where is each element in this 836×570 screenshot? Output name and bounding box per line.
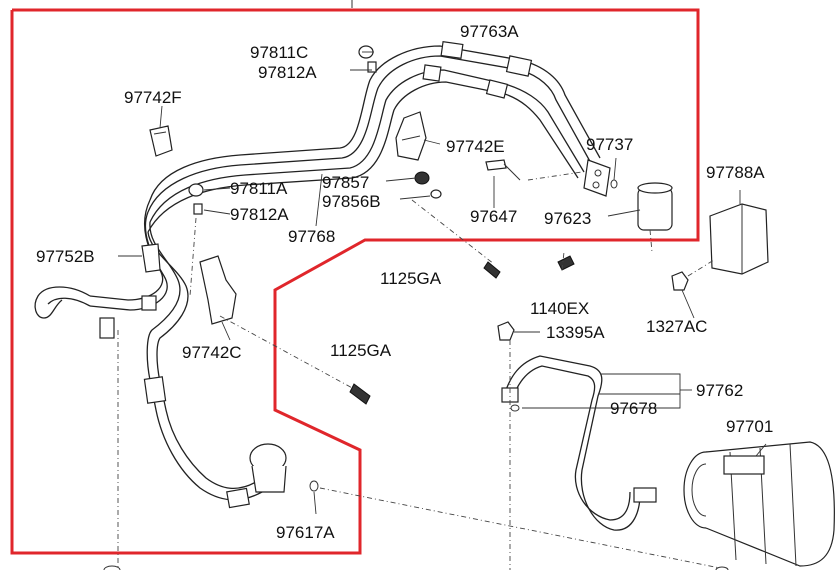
label-97856B: 97856B	[322, 192, 381, 211]
label-97812A-top: 97812A	[258, 63, 317, 82]
part-97623[interactable]	[637, 182, 673, 231]
part-labels: 97763A 97811C 97812A 97742F 97742E 97737…	[36, 22, 773, 542]
label-97857: 97857	[322, 173, 369, 192]
label-97742C: 97742C	[182, 343, 242, 362]
label-97623: 97623	[544, 209, 591, 228]
part-97811A[interactable]	[188, 183, 204, 197]
part-97788A[interactable]	[709, 203, 769, 275]
part-97857[interactable]	[414, 171, 430, 185]
label-97678: 97678	[610, 399, 657, 418]
highlight-frame	[10, 8, 700, 555]
label-97811C: 97811C	[250, 43, 308, 62]
part-97812A-mid[interactable]	[193, 203, 203, 215]
bottom-circle	[103, 565, 121, 570]
part-1140EX[interactable]	[557, 255, 575, 271]
label-97768: 97768	[288, 227, 335, 246]
part-97742C[interactable]	[199, 255, 237, 325]
part-1125GA-top[interactable]	[483, 261, 501, 279]
label-97617A: 97617A	[276, 523, 335, 542]
hose-97762[interactable]	[501, 355, 657, 531]
label-97762: 97762	[696, 381, 743, 400]
label-1125GA-top: 1125GA	[380, 269, 442, 288]
label-1327AC: 1327AC	[646, 317, 707, 336]
label-97811A: 97811A	[230, 179, 288, 198]
label-97701: 97701	[726, 417, 773, 436]
label-97763A: 97763A	[460, 22, 519, 41]
part-97617A[interactable]	[309, 480, 319, 492]
part-1327AC[interactable]	[671, 271, 689, 291]
label-97788A: 97788A	[706, 163, 765, 182]
part-97742F[interactable]	[149, 125, 173, 157]
part-97737[interactable]	[610, 179, 618, 189]
label-97752B: 97752B	[36, 247, 95, 266]
bottom-circle-right	[715, 566, 729, 570]
hose-97763A[interactable]	[147, 40, 611, 233]
part-13395A[interactable]	[497, 321, 515, 341]
part-97856B[interactable]	[430, 189, 442, 199]
leader-lines	[117, 51, 767, 570]
part-97678[interactable]	[510, 404, 520, 412]
label-97742F: 97742F	[124, 88, 182, 107]
part-1125GA-mid[interactable]	[349, 383, 371, 405]
label-97647: 97647	[470, 207, 517, 226]
part-97647[interactable]	[485, 159, 521, 181]
part-97742E[interactable]	[395, 111, 427, 161]
part-97812A-top[interactable]	[367, 61, 377, 73]
label-97737: 97737	[586, 135, 633, 154]
label-13395A: 13395A	[546, 323, 605, 342]
label-97742E: 97742E	[446, 137, 505, 156]
label-97812A-mid: 97812A	[230, 205, 289, 224]
label-1140EX: 1140EX	[530, 299, 589, 318]
compressor-97701[interactable]	[683, 441, 835, 567]
part-97752B[interactable]	[141, 243, 161, 273]
label-1125GA-mid: 1125GA	[330, 341, 392, 360]
